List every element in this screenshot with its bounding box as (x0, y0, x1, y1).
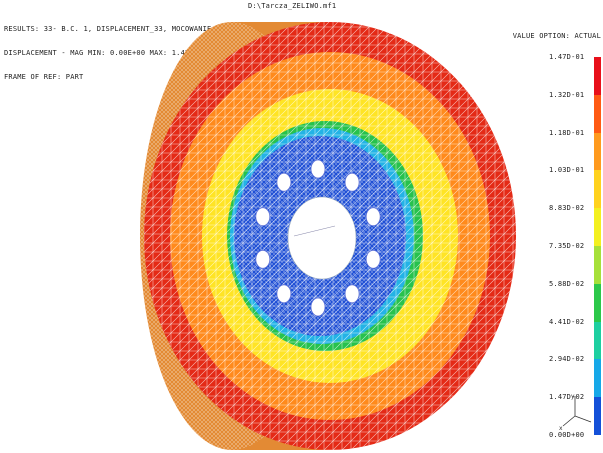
value-option-label: VALUE OPTION: ACTUAL (512, 32, 601, 40)
legend-color-segment (594, 94, 601, 134)
bolt-hole (365, 207, 381, 227)
file-title: D:\Tarcza_ZELIWO.mf1 (248, 2, 337, 10)
legend-color-segment (594, 359, 601, 398)
bolt-hole (344, 284, 360, 304)
legend-value-label: 1.47D-02 (549, 393, 585, 402)
legend-color-segment (594, 321, 601, 360)
legend-color-segment (594, 283, 601, 323)
legend-value-label: 0.00D+00 (549, 431, 585, 439)
color-legend-bar (594, 57, 601, 436)
frame-of-reference-line: FRAME OF REF: PART (4, 73, 84, 81)
bolt-hole (310, 159, 326, 179)
legend-value-label: 4.41D-02 (549, 317, 585, 326)
legend-value-label: 1.32D-01 (549, 90, 585, 99)
legend-value-label: 2.94D-02 (549, 355, 585, 364)
bolt-hole (365, 249, 381, 269)
legend-value-label: 8.83D-02 (549, 204, 585, 213)
bolt-hole (276, 284, 292, 304)
brake-disc-model (140, 22, 516, 450)
legend-color-segment (594, 170, 601, 209)
legend-color-segment (594, 397, 601, 436)
svg-text:x: x (559, 425, 563, 432)
legend-value-label: 1.03D-01 (549, 166, 585, 175)
bolt-hole (310, 297, 326, 317)
legend-value-label: 5.88D-02 (549, 279, 585, 288)
bolt-hole (255, 249, 271, 269)
bolt-hole (276, 172, 292, 192)
bolt-holes (255, 159, 381, 317)
coordinate-triad-icon: y x (559, 393, 592, 432)
legend-color-segment (594, 208, 601, 247)
legend-color-segment (594, 246, 601, 285)
legend-value-label: 1.47D-01 (549, 53, 585, 61)
legend-value-label: 7.35D-02 (549, 242, 585, 250)
axis-line (293, 225, 336, 237)
fem-viewport[interactable] (0, 0, 545, 453)
bolt-hole (344, 172, 360, 192)
legend-value-label: 1.18D-01 (549, 128, 585, 137)
center-bore (287, 196, 357, 280)
svg-text:y: y (571, 393, 575, 400)
legend-color-segment (594, 57, 601, 96)
legend-color-segment (594, 132, 601, 171)
bolt-hole (255, 207, 271, 227)
results-line: RESULTS: 33- B.C. 1, DISPLACEMENT_33, MO… (4, 25, 212, 33)
